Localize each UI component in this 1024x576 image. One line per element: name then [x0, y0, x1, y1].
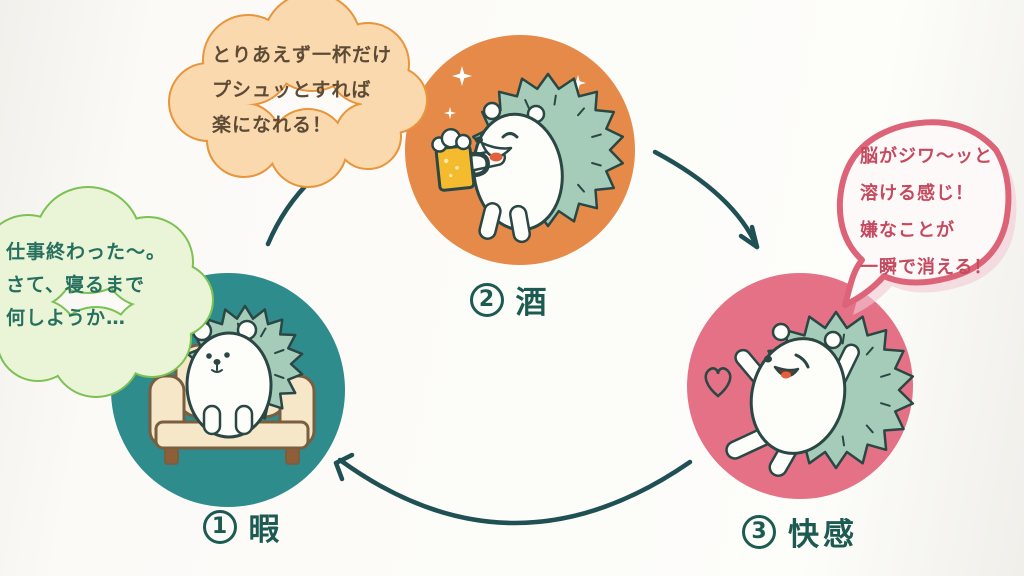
arrowhead-icon: [738, 224, 760, 250]
speech-bubble-pleasure: [836, 119, 1017, 315]
node-label-text: 暇: [248, 512, 284, 548]
node-label-boredom: 1 暇: [153, 504, 333, 549]
couch-icon: [148, 343, 316, 465]
circled-number: 3: [742, 514, 776, 549]
heart-icon: [704, 367, 732, 398]
hedgehog-with-beer-icon: [431, 72, 625, 244]
node-pleasure: [687, 273, 915, 499]
arrow-pleasure-to-boredom: [333, 452, 693, 526]
node-label-alcohol: 2 酒: [415, 277, 605, 322]
node-label-pleasure: 3 快感: [695, 509, 905, 554]
pleasure-speech-text: 脳がジワ〜ッと 溶ける感じ！ 嫌なことが 一瞬で消える！: [860, 146, 993, 278]
sparkle-icon: [444, 107, 456, 119]
circled-number: 1: [202, 509, 237, 544]
arrowhead-icon: [333, 452, 355, 482]
alcohol-thought-text: とりあえず一杯だけ プシュッとすれば 楽になれる！: [212, 44, 393, 136]
thought-bubble-boredom: [0, 186, 214, 398]
hedgehog-on-couch-icon: [185, 304, 304, 439]
arrow-alcohol-to-pleasure: [652, 149, 760, 250]
beer-mug-icon: [431, 128, 490, 192]
node-label-text: 酒: [515, 285, 551, 321]
hedgehog-blissful-icon: [725, 310, 915, 477]
node-alcohol: [405, 35, 635, 265]
sparkle-icon: [452, 66, 472, 86]
node-label-text: 快感: [788, 517, 858, 553]
boredom-thought-text: 仕事終わった〜。 さて、寝るまで 何しようか…: [6, 241, 167, 329]
sparkle-icon: [570, 75, 586, 91]
circled-number: 2: [469, 282, 504, 317]
thought-bubble-alcohol: [168, 0, 428, 188]
